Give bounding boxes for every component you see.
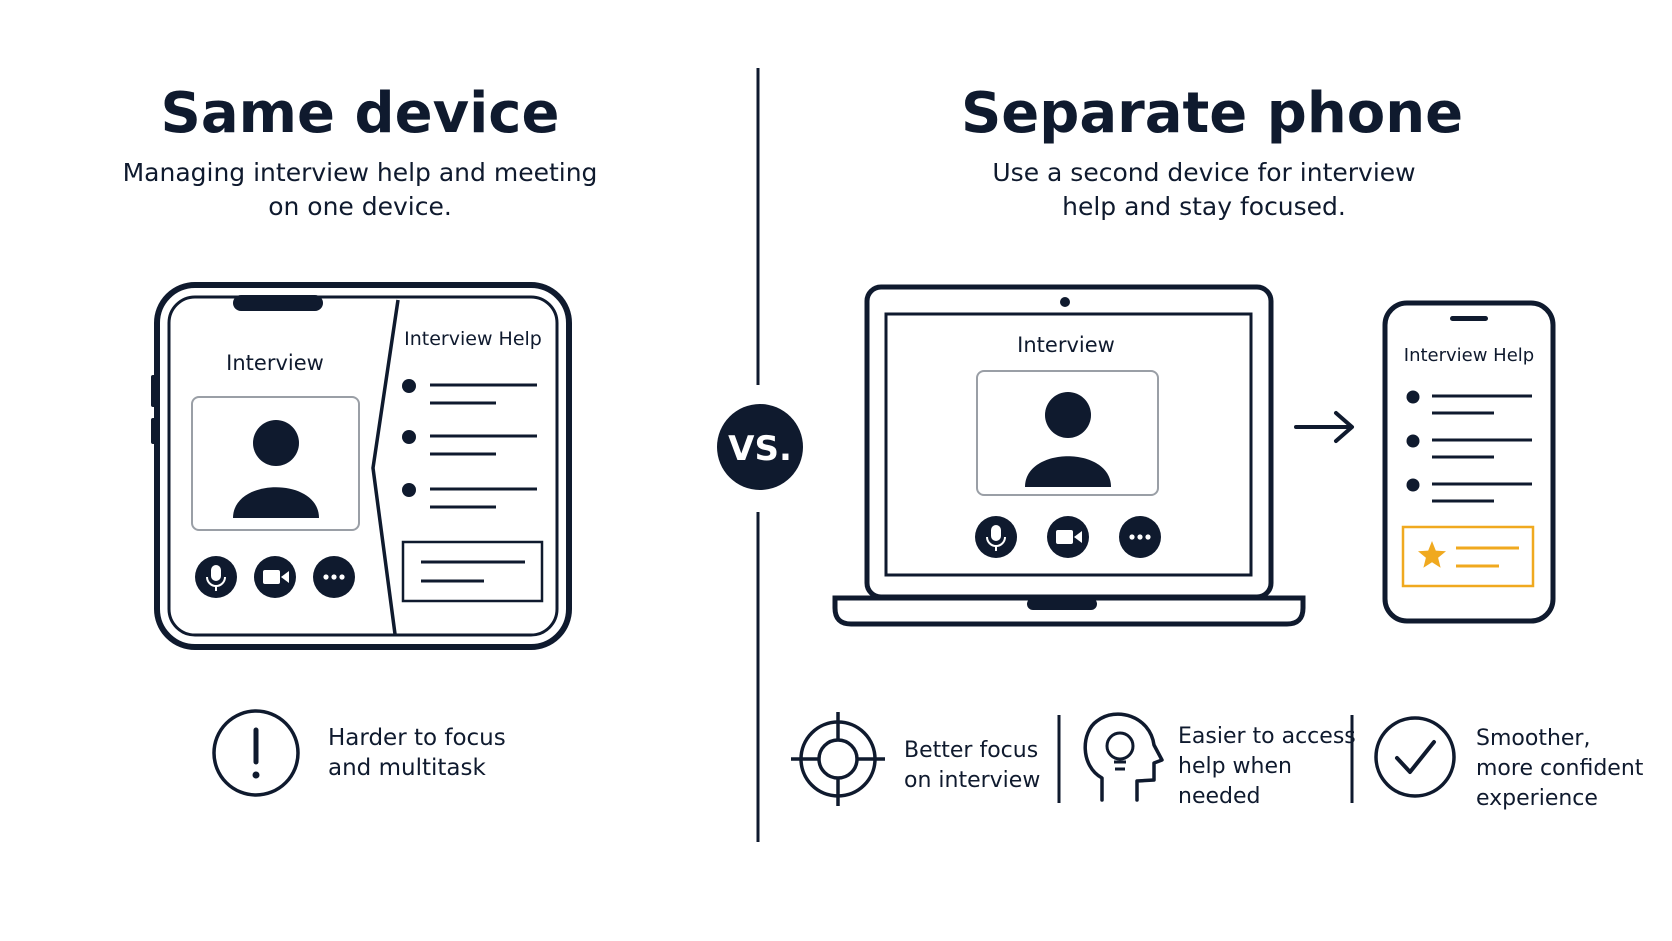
webcam-dot: [1060, 297, 1070, 307]
device-outer-frame: [154, 282, 572, 650]
laptop-base: [832, 595, 1306, 627]
exclamation-icon: [212, 709, 300, 797]
checkmark-circle-icon: [1374, 716, 1456, 798]
foldable-device: Interview: [151, 282, 572, 650]
interview-label: Interview: [226, 351, 324, 375]
benefit-2-line1: Easier to access: [1178, 724, 1356, 749]
right-subtitle-line1: Use a second device for interview: [992, 158, 1415, 187]
con-item: Harder to focus and multitask: [212, 709, 506, 797]
crosshair-icon: [791, 712, 885, 806]
benefit-1-line1: Better focus: [904, 738, 1038, 763]
benefit-item: Easier to access help when needed: [1083, 712, 1356, 809]
interview-help-label: Interview Help: [404, 328, 542, 350]
arrow-right-icon: [1294, 411, 1354, 443]
highlighted-tip-card: [1401, 525, 1535, 588]
benefit-item: Smoother, more confident experience: [1374, 716, 1644, 811]
vs-label: VS.: [728, 429, 792, 469]
video-camera-button[interactable]: [254, 556, 296, 598]
phone-frame: [1382, 300, 1556, 624]
video-camera-icon: [1056, 530, 1082, 544]
side-button: [151, 375, 158, 407]
right-subtitle-line2: help and stay focused.: [1062, 192, 1346, 221]
help-list: [402, 379, 537, 509]
microphone-button[interactable]: [975, 516, 1017, 558]
microphone-icon: [206, 565, 226, 591]
left-subtitle-line2: on one device.: [268, 192, 452, 221]
microphone-button[interactable]: [195, 556, 237, 598]
laptop-screen: [884, 312, 1253, 577]
head-lightbulb-icon: [1083, 712, 1164, 802]
left-subtitle-line1: Managing interview help and meeting: [123, 158, 598, 187]
video-frame: [191, 396, 360, 531]
benefit-3-line3: experience: [1476, 786, 1598, 811]
more-icon: [1129, 534, 1151, 540]
vs-badge: [717, 404, 803, 490]
phone: Interview Help: [1382, 300, 1556, 624]
right-title: Separate phone: [961, 81, 1463, 146]
video-camera-icon: [263, 570, 289, 584]
phone-help-label: Interview Help: [1404, 345, 1534, 366]
benefit-3-line2: more confident: [1476, 756, 1644, 781]
more-button[interactable]: [313, 556, 355, 598]
video-camera-button[interactable]: [1047, 516, 1089, 558]
help-note-box: [401, 540, 544, 603]
more-icon: [323, 574, 345, 580]
laptop-video-frame: [976, 370, 1159, 496]
person-icon: [1025, 392, 1111, 487]
side-button: [151, 418, 158, 444]
phone-speaker: [1450, 316, 1488, 321]
con-line2: and multitask: [328, 755, 486, 781]
split-divider: [371, 299, 400, 635]
person-icon: [233, 420, 319, 518]
benefit-2-line2: help when: [1178, 754, 1292, 779]
laptop: Interview: [832, 284, 1306, 627]
star-icon: [1418, 541, 1446, 568]
benefit-2-line3: needed: [1178, 784, 1260, 809]
benefit-3-line1: Smoother,: [1476, 726, 1590, 751]
left-title: Same device: [161, 81, 560, 146]
laptop-hinge: [1027, 598, 1097, 610]
device-notch: [233, 295, 323, 311]
benefit-1-line2: on interview: [904, 768, 1040, 793]
device-screen-border: [167, 295, 559, 637]
benefit-item: Better focus on interview: [791, 712, 1040, 806]
more-button[interactable]: [1119, 516, 1161, 558]
laptop-interview-label: Interview: [1017, 333, 1115, 357]
microphone-icon: [986, 525, 1006, 551]
con-line1: Harder to focus: [328, 725, 506, 751]
phone-help-list: [1406, 390, 1532, 503]
